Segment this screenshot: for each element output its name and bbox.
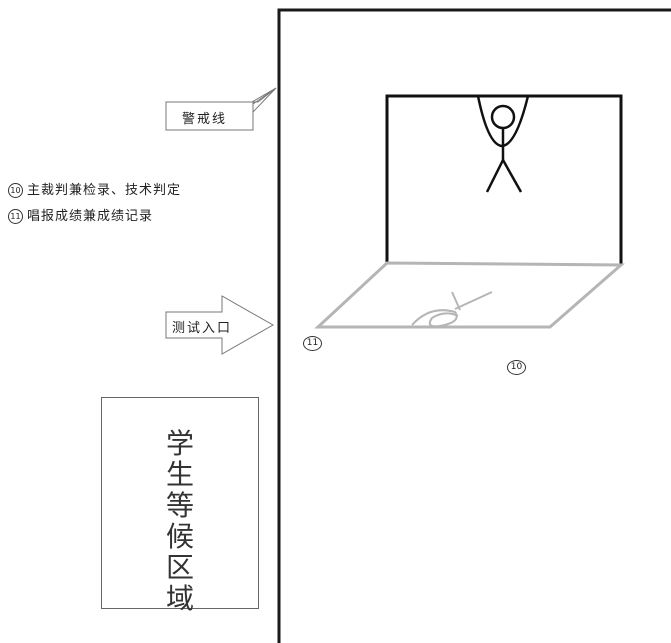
mat-scribble <box>411 291 493 328</box>
legend-number-10: 10 <box>8 183 23 198</box>
entrance-arrow <box>165 295 275 355</box>
warning-line-label: 警戒线 <box>182 112 228 127</box>
entrance-label: 测试入口 <box>172 321 233 336</box>
legend-text-10: 主裁判兼检录、技术判定 <box>27 183 182 198</box>
stick-figure <box>476 95 530 193</box>
legend-item-11: 11 唱报成绩兼成绩记录 <box>8 205 153 224</box>
legend-number-11: 11 <box>8 209 23 224</box>
waiting-area-box: 学生等候区域 <box>101 397 259 614</box>
position-marker-10: 10 <box>507 360 526 375</box>
floor-mat <box>314 261 625 329</box>
legend-text-11: 唱报成绩兼成绩记录 <box>27 209 154 224</box>
test-area-boundary <box>277 8 671 643</box>
pullup-bar-frame <box>385 94 623 265</box>
waiting-area-label: 学生等候区域 <box>165 427 194 615</box>
position-marker-11: 11 <box>303 336 322 351</box>
legend-item-10: 10 主裁判兼检录、技术判定 <box>8 179 181 198</box>
